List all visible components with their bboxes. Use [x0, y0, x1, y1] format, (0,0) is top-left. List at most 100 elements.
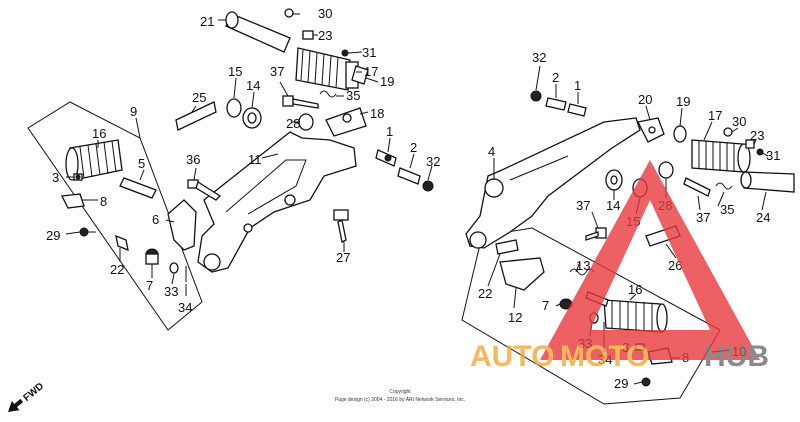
automotohub-watermark: AUTO MOTO HUB — [470, 160, 769, 373]
fwd-arrow: FWD — [8, 381, 47, 412]
part-12-bracket — [499, 257, 545, 291]
part-31-nut-right — [756, 148, 764, 156]
callout-2-right: 2 — [552, 70, 559, 85]
part-19-plate-right — [673, 125, 687, 143]
part-22-bolt-left — [115, 234, 129, 252]
fwd-label: FWD — [22, 381, 47, 404]
part-16-footrest-rubber-left — [65, 139, 123, 181]
callout-34: 34 — [178, 300, 192, 315]
part-35-spring-right — [715, 182, 733, 190]
part-28-washer-upper — [298, 113, 314, 131]
callout-17: 17 — [364, 64, 378, 79]
callout-19: 19 — [380, 74, 394, 89]
part-6-bracket — [167, 199, 197, 251]
callout-35-right: 35 — [720, 202, 734, 217]
part-33-washer-left — [169, 262, 179, 274]
callout-28: 28 — [286, 116, 300, 131]
part-17-footrest-rubber-right — [691, 139, 751, 173]
callout-37-right-2: 37 — [696, 210, 710, 225]
callout-23: 23 — [318, 28, 332, 43]
callout-5: 5 — [138, 156, 145, 171]
callout-1-right: 1 — [574, 78, 581, 93]
callout-32: 32 — [426, 154, 440, 169]
part-14-bushing-right — [605, 169, 623, 191]
part-3-bolt-left — [73, 173, 83, 181]
part-8-plate-left — [61, 193, 85, 209]
part-18-bracket — [325, 107, 367, 137]
callout-14-right: 14 — [606, 198, 620, 213]
callout-27: 27 — [336, 250, 350, 265]
callout-29-right: 29 — [614, 376, 628, 391]
part-1-pin-right — [567, 103, 587, 117]
callout-11: 11 — [248, 152, 262, 167]
callout-8: 8 — [100, 194, 107, 209]
part-14-bushing-left — [242, 107, 262, 129]
callout-29: 29 — [46, 228, 60, 243]
callout-16-right: 16 — [628, 282, 642, 297]
callout-22-right: 22 — [478, 286, 492, 301]
callout-2: 2 — [410, 140, 417, 155]
callout-13: 13 — [576, 258, 590, 273]
callout-33: 33 — [164, 284, 178, 299]
callout-14: 14 — [246, 78, 260, 93]
part-29-bolt-right — [641, 377, 651, 387]
part-29-bolt-left — [79, 227, 96, 237]
callout-3: 3 — [52, 170, 59, 185]
part-21-rod — [225, 11, 291, 53]
part-22-bolt-right — [495, 239, 519, 255]
part-5-pin — [119, 177, 157, 199]
callout-15: 15 — [228, 64, 242, 79]
part-16-footrest-rubber-right — [603, 299, 668, 333]
part-31-nut-upper — [341, 49, 349, 57]
callout-9: 9 — [130, 104, 137, 119]
callout-16: 16 — [92, 126, 106, 141]
callout-24: 24 — [756, 210, 770, 225]
callout-32-right: 32 — [532, 50, 546, 65]
part-30-pin-right — [723, 127, 733, 137]
callout-17-right: 17 — [708, 108, 722, 123]
part-20-bracket — [637, 117, 665, 143]
callout-19-right: 19 — [676, 94, 690, 109]
callout-37-right: 37 — [576, 198, 590, 213]
part-15-washer-left — [226, 98, 242, 118]
part-23-collar — [302, 30, 314, 40]
callout-7: 7 — [146, 278, 153, 293]
part-36-bolt — [187, 179, 222, 201]
watermark-triangle-icon — [540, 160, 760, 360]
part-17-footrest-rubber-upper — [295, 47, 359, 91]
callout-31: 31 — [362, 45, 376, 60]
callout-25: 25 — [192, 90, 206, 105]
part-30-pin — [284, 8, 294, 18]
part-27-bolt — [333, 209, 349, 243]
callout-37: 37 — [270, 64, 284, 79]
callout-20: 20 — [638, 92, 652, 107]
part-7-collar-left — [145, 248, 159, 265]
callout-21: 21 — [200, 14, 214, 29]
part-25-bracket — [175, 101, 217, 131]
part-2-collar-left — [397, 167, 421, 185]
watermark-text-auto: AUTO — [470, 340, 554, 373]
part-37-bolt-right — [585, 227, 607, 241]
callout-labels: 21 30 23 31 17 19 25 15 14 37 35 28 18 9… — [46, 6, 780, 391]
part-11-step-bracket — [197, 131, 357, 273]
watermark-text-moto: MOTO — [560, 340, 649, 373]
part-37-bolt-upper — [282, 95, 319, 109]
callout-22: 22 — [110, 262, 124, 277]
copyright-line2: Page design (c) 2004 - 2016 by ARI Netwo… — [335, 397, 465, 403]
callout-1: 1 — [386, 124, 393, 139]
callout-6: 6 — [152, 212, 159, 227]
part-1-pin-left — [375, 149, 397, 167]
copyright-line1: Copyright — [389, 389, 411, 395]
watermark-text-hub: HUB — [704, 340, 769, 373]
callout-35: 35 — [346, 88, 360, 103]
callout-7-right: 7 — [542, 298, 549, 313]
callout-12: 12 — [508, 310, 522, 325]
part-37-bolt-right-2 — [683, 177, 711, 197]
callout-30: 30 — [318, 6, 332, 21]
callout-31-right: 31 — [766, 148, 780, 163]
part-2-collar-right — [545, 97, 567, 111]
part-35-spring-upper — [319, 90, 337, 98]
part-32-nut-left — [422, 180, 434, 192]
part-13-spring — [569, 268, 595, 276]
